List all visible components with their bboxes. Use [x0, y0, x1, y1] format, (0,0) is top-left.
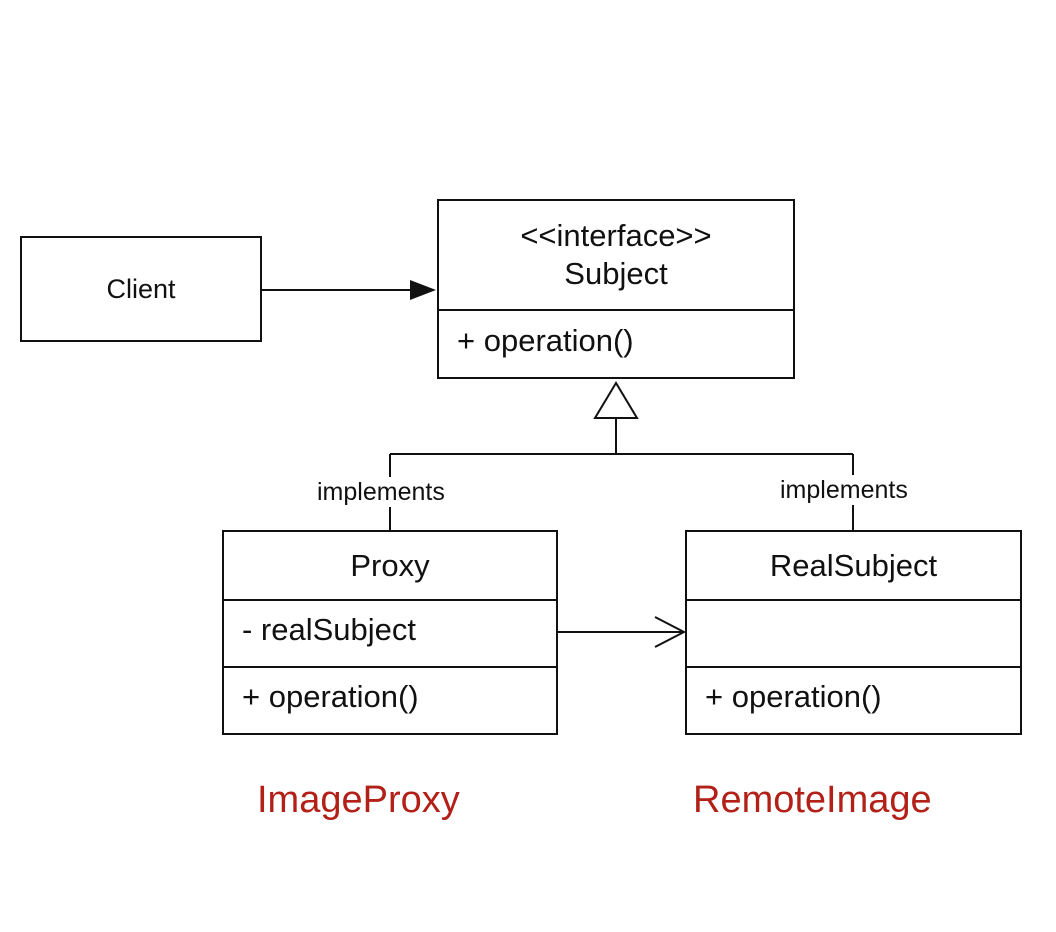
subject-operations: + operation() — [439, 309, 793, 377]
realsubject-header: RealSubject — [687, 532, 1020, 599]
proxy-attributes: - realSubject — [224, 599, 556, 666]
subject-operation: + operation() — [457, 323, 634, 358]
proxy-name: Proxy — [350, 547, 430, 583]
client-to-subject-arrowhead — [410, 280, 436, 300]
proxy-header: Proxy — [224, 532, 556, 599]
client-label: Client — [106, 274, 176, 304]
realsubject-implements-label: implements — [778, 475, 910, 505]
proxy-operations: + operation() — [224, 666, 556, 733]
realsubject-class-box: RealSubject + operation() — [685, 530, 1022, 735]
proxy-attribute: - realSubject — [242, 612, 417, 647]
subject-name: Subject — [564, 256, 668, 291]
proxy-operation: + operation() — [242, 679, 419, 714]
client-box: Client — [20, 236, 262, 342]
proxy-example-name: ImageProxy — [257, 779, 460, 821]
proxy-class-box: Proxy - realSubject + operation() — [222, 530, 558, 735]
realsubject-operation: + operation() — [705, 679, 882, 714]
realsubject-example-name: RemoteImage — [693, 779, 932, 821]
realsubject-attributes — [687, 599, 1020, 666]
realsubject-operations: + operation() — [687, 666, 1020, 733]
proxy-to-realsubject-arrowhead — [654, 616, 687, 648]
realsubject-name: RealSubject — [769, 547, 938, 583]
subject-stereotype: <<interface>> — [520, 218, 712, 253]
proxy-implements-label: implements — [315, 477, 447, 507]
subject-header: <<interface>> Subject — [439, 201, 793, 309]
realization-triangle — [593, 381, 639, 419]
subject-interface-box: <<interface>> Subject + operation() — [437, 199, 795, 379]
